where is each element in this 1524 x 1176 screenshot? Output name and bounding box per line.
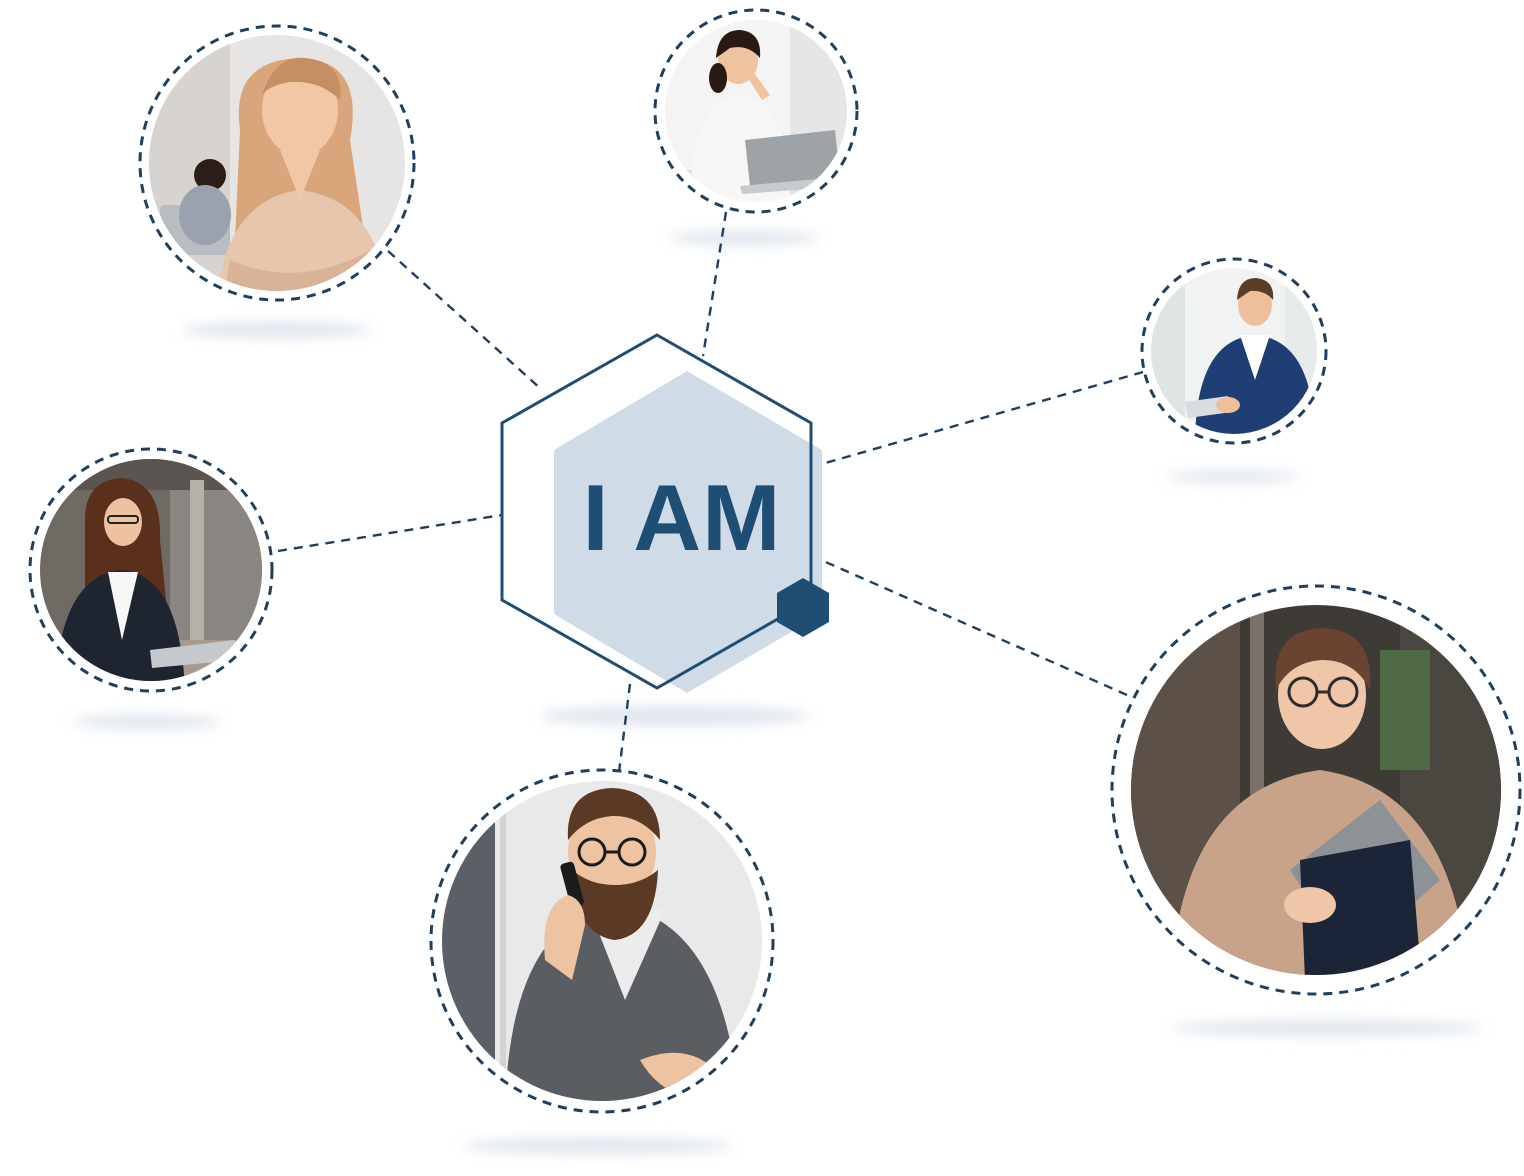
shadow-e <box>463 1138 733 1154</box>
person-node-woman-glasses-laptop <box>28 447 274 693</box>
person-node-man-beard-phone <box>429 768 775 1114</box>
connector-a <box>387 250 542 390</box>
hexagon-outline <box>500 333 813 690</box>
connectors <box>277 211 1144 773</box>
person-node-woman-phone-laptop <box>653 8 859 214</box>
hexagon-icon <box>777 578 829 637</box>
hexagon-fill <box>554 371 822 693</box>
person-node-man-blue-suit <box>1140 257 1328 445</box>
person-photo-icon <box>1131 605 1501 975</box>
connector-d <box>277 513 503 553</box>
ground-shadows <box>72 231 1482 1154</box>
shadow-b <box>669 231 819 245</box>
shadow-a <box>182 322 372 338</box>
person-photo-icon <box>442 781 762 1101</box>
person-photo-icon <box>665 20 847 202</box>
shadow-c <box>1167 471 1299 483</box>
center-label: I AM <box>583 465 782 570</box>
person-node-woman-folders <box>1110 584 1522 996</box>
person-node-woman-blonde <box>138 24 416 302</box>
center-hexagon: I AM <box>500 333 829 693</box>
connector-e <box>617 683 632 773</box>
shadow-d <box>72 715 222 729</box>
connector-b <box>701 211 728 357</box>
shadow-center <box>540 706 810 726</box>
connector-f <box>811 554 1128 697</box>
shadow-f <box>1172 1020 1482 1036</box>
connector-c <box>814 370 1144 468</box>
